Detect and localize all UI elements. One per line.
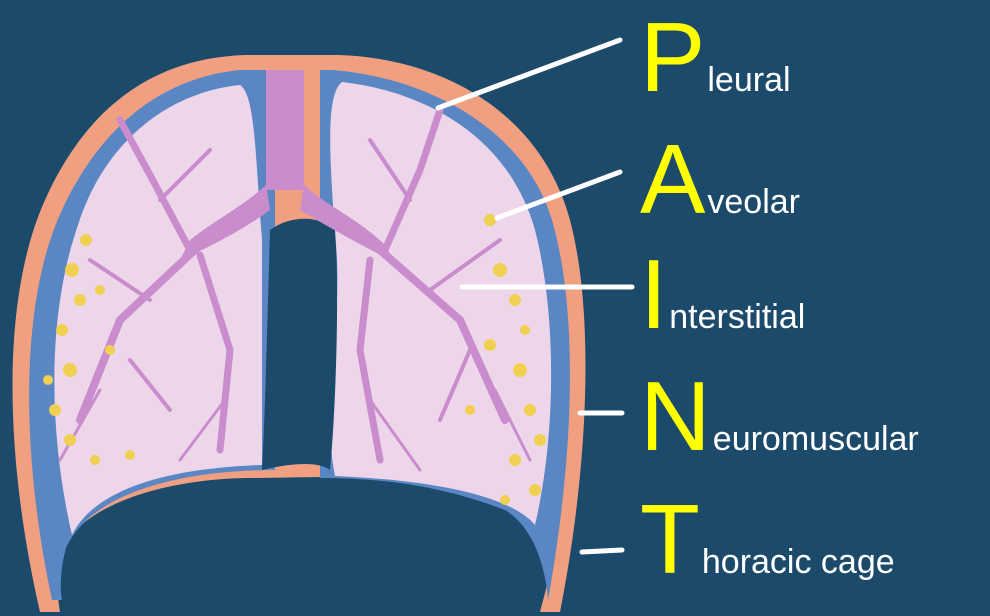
label-thoracic-cage: Thoracic cage (640, 490, 895, 588)
label-text: euromuscular (713, 422, 919, 456)
label-interstitial: Interstitial (640, 245, 805, 343)
label-neuromuscular: Neuromuscular (640, 367, 919, 465)
pointer-pleural (438, 40, 620, 108)
label-text: horacic cage (702, 545, 895, 579)
label-text: leural (707, 63, 790, 97)
initial-letter: P (640, 8, 705, 106)
label-aveolar: Aveolar (640, 130, 800, 228)
label-text: nterstitial (669, 300, 805, 334)
trachea (266, 70, 304, 190)
initial-letter: I (640, 245, 667, 343)
initial-letter: T (640, 490, 700, 588)
pointer-thoracic (582, 550, 622, 552)
initial-letter: N (640, 367, 711, 465)
mediastinum (262, 219, 337, 470)
label-pleural: Pleural (640, 8, 791, 106)
initial-letter: A (640, 130, 705, 228)
label-text: veolar (707, 185, 800, 219)
